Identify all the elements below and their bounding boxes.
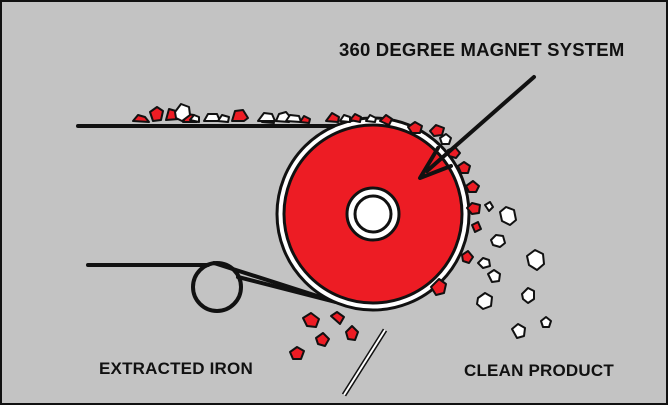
extracted-iron-label: EXTRACTED IRON xyxy=(99,359,253,378)
belt-segment-lower xyxy=(236,275,338,304)
clean-fragment xyxy=(365,114,377,123)
iron-fragment xyxy=(302,312,320,328)
clean-fragment xyxy=(490,234,506,248)
iron-fragment xyxy=(461,250,474,264)
clean-fragment xyxy=(511,323,526,339)
splitter-plate-highlight xyxy=(343,329,386,396)
clean-fragment xyxy=(484,201,494,212)
iron-fragment xyxy=(132,114,150,123)
clean-fragment xyxy=(203,113,221,122)
pointer-arrow xyxy=(418,75,536,180)
clean-fragment xyxy=(439,133,452,145)
iron-fragment xyxy=(457,161,471,174)
clean-fragment xyxy=(540,316,552,328)
magnetic-drum xyxy=(275,116,471,312)
iron-fragment xyxy=(430,278,447,296)
clean-fragment xyxy=(285,114,302,123)
drum-axle xyxy=(353,194,393,234)
clean-fragments-discharged xyxy=(439,133,552,339)
clean-fragment xyxy=(476,292,493,310)
clean-fragments-on-belt xyxy=(174,103,377,123)
clean-fragment xyxy=(499,206,517,226)
clean-fragment xyxy=(526,249,545,271)
magnet-system-label: 360 DEGREE MAGNET SYSTEM xyxy=(339,39,624,60)
iron-fragment xyxy=(471,221,482,233)
iron-fragment xyxy=(149,106,164,122)
iron-fragment xyxy=(465,180,480,193)
iron-fragment xyxy=(379,114,393,126)
iron-fragment xyxy=(299,115,311,124)
iron-fragments-extracted xyxy=(289,114,482,360)
clean-fragment xyxy=(174,103,191,122)
arrow-shaft xyxy=(425,75,536,173)
clean-fragment xyxy=(339,114,351,123)
iron-fragment xyxy=(429,124,445,137)
iron-fragment xyxy=(349,113,362,123)
clean-fragment xyxy=(521,287,535,304)
iron-fragment xyxy=(407,121,423,134)
iron-fragment xyxy=(466,202,481,215)
clean-fragment xyxy=(477,257,491,269)
iron-fragment xyxy=(315,332,330,347)
arrow-head xyxy=(418,146,453,180)
iron-fragment xyxy=(345,325,359,341)
iron-fragment xyxy=(231,109,249,122)
iron-fragment xyxy=(330,311,345,325)
clean-fragment xyxy=(257,112,276,122)
iron-fragment xyxy=(325,112,340,123)
clean-fragment xyxy=(487,269,501,283)
iron-fragment xyxy=(289,346,305,360)
clean-product-label: CLEAN PRODUCT xyxy=(464,361,614,380)
clean-fragment xyxy=(189,114,200,123)
clean-fragment xyxy=(217,114,230,123)
